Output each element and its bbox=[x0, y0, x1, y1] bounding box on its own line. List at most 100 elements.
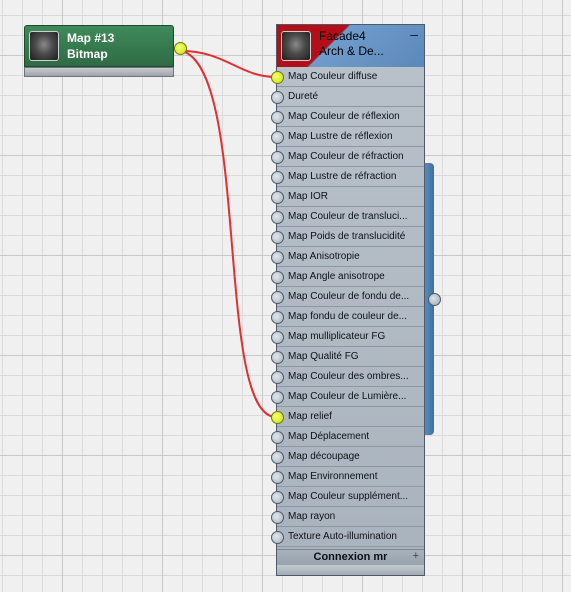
material-slot[interactable]: Map Lustre de réfraction bbox=[271, 167, 424, 187]
slot-divider bbox=[277, 286, 424, 287]
slot-input-port[interactable] bbox=[271, 531, 284, 544]
slot-input-port[interactable] bbox=[271, 171, 284, 184]
slot-label: Map Couleur de Lumière... bbox=[288, 391, 407, 402]
slot-input-port[interactable] bbox=[271, 491, 284, 504]
material-node-footer[interactable]: Connexion mr + bbox=[277, 549, 424, 566]
slot-label: Map IOR bbox=[288, 191, 329, 202]
slot-input-port[interactable] bbox=[271, 291, 284, 304]
bitmap-output-port[interactable] bbox=[174, 42, 187, 55]
material-slot[interactable]: Map relief bbox=[271, 407, 424, 427]
slot-input-port[interactable] bbox=[271, 111, 284, 124]
material-slot[interactable]: Map Couleur de réfraction bbox=[271, 147, 424, 167]
material-slot[interactable]: Map Angle anisotrope bbox=[271, 267, 424, 287]
material-slot[interactable]: Map Couleur de fondu de... bbox=[271, 287, 424, 307]
material-slot[interactable]: Map Couleur diffuse bbox=[271, 67, 424, 87]
material-slot[interactable]: Map Qualité FG bbox=[271, 347, 424, 367]
material-slot[interactable]: Map fondu de couleur de... bbox=[271, 307, 424, 327]
slot-divider bbox=[277, 146, 424, 147]
slot-label: Map Qualité FG bbox=[288, 351, 359, 362]
slot-divider bbox=[277, 106, 424, 107]
material-slot[interactable]: Map Poids de translucidité bbox=[271, 227, 424, 247]
slot-label: Map Poids de translucidité bbox=[288, 231, 406, 242]
material-node-name: Facade4 bbox=[319, 29, 366, 43]
bitmap-node-header[interactable]: Map #13 Bitmap bbox=[24, 25, 174, 67]
material-node-resize-grip[interactable] bbox=[277, 565, 424, 575]
material-slot[interactable]: Map Déplacement bbox=[271, 427, 424, 447]
slot-divider bbox=[277, 346, 424, 347]
slot-label: Map relief bbox=[288, 411, 332, 422]
slot-label: Map Lustre de réfraction bbox=[288, 171, 397, 182]
slot-label: Map Lustre de réflexion bbox=[288, 131, 393, 142]
slot-input-port[interactable] bbox=[271, 211, 284, 224]
slot-input-port[interactable] bbox=[271, 151, 284, 164]
slot-input-port[interactable] bbox=[271, 431, 284, 444]
material-slot[interactable]: Map mulliplicateur FG bbox=[271, 327, 424, 347]
slot-input-port[interactable] bbox=[271, 351, 284, 364]
slot-divider bbox=[277, 486, 424, 487]
slot-input-port[interactable] bbox=[271, 271, 284, 284]
slot-divider bbox=[277, 546, 424, 547]
material-slot[interactable]: Map Couleur supplément... bbox=[271, 487, 424, 507]
material-slot[interactable]: Map Couleur de Lumière... bbox=[271, 387, 424, 407]
slot-input-port[interactable] bbox=[271, 371, 284, 384]
expand-plus-icon[interactable]: + bbox=[412, 550, 419, 562]
slot-divider bbox=[277, 446, 424, 447]
slot-label: Map fondu de couleur de... bbox=[288, 311, 407, 322]
slot-divider bbox=[277, 246, 424, 247]
slot-label: Map Angle anisotrope bbox=[288, 271, 385, 282]
slot-input-port[interactable] bbox=[271, 331, 284, 344]
slot-input-port[interactable] bbox=[271, 391, 284, 404]
slot-input-port[interactable] bbox=[271, 191, 284, 204]
bitmap-node-title: Map #13 Bitmap bbox=[67, 30, 114, 62]
slot-label: Map mulliplicateur FG bbox=[288, 331, 386, 342]
material-sphere-thumbnail-icon bbox=[281, 31, 311, 61]
material-slot[interactable]: Map Couleur de transluci... bbox=[271, 207, 424, 227]
slot-divider bbox=[277, 466, 424, 467]
material-slot[interactable]: Map découpage bbox=[271, 447, 424, 467]
slot-divider bbox=[277, 406, 424, 407]
slot-divider bbox=[277, 126, 424, 127]
material-slot[interactable]: Map Anisotropie bbox=[271, 247, 424, 267]
slot-label: Map Déplacement bbox=[288, 431, 370, 442]
slot-label: Map Couleur supplément... bbox=[288, 491, 409, 502]
wire-bitmap-to-relief[interactable] bbox=[181, 50, 277, 418]
material-slot[interactable]: Map Environnement bbox=[271, 467, 424, 487]
slot-input-port[interactable] bbox=[271, 411, 284, 424]
slot-label: Map Couleur de transluci... bbox=[288, 211, 408, 222]
material-slot[interactable]: Dureté bbox=[271, 87, 424, 107]
material-slot[interactable]: Map Couleur des ombres... bbox=[271, 367, 424, 387]
slot-label: Texture Auto-illumination bbox=[288, 531, 397, 542]
slot-input-port[interactable] bbox=[271, 511, 284, 524]
material-node-header[interactable]: Facade4 Arch & De... – bbox=[277, 25, 424, 67]
slot-input-port[interactable] bbox=[271, 231, 284, 244]
slot-input-port[interactable] bbox=[271, 71, 284, 84]
slot-divider bbox=[277, 186, 424, 187]
slot-divider bbox=[277, 386, 424, 387]
slot-label: Map découpage bbox=[288, 451, 360, 462]
bitmap-node-name: Map #13 bbox=[67, 31, 115, 45]
slot-input-port[interactable] bbox=[271, 131, 284, 144]
material-slot[interactable]: Map Lustre de réflexion bbox=[271, 127, 424, 147]
material-slot[interactable]: Map IOR bbox=[271, 187, 424, 207]
material-output-port[interactable] bbox=[428, 293, 441, 306]
texture-thumbnail-icon bbox=[29, 31, 59, 61]
slot-input-port[interactable] bbox=[271, 471, 284, 484]
material-slot[interactable]: Texture Auto-illumination bbox=[271, 527, 424, 547]
material-node[interactable]: Facade4 Arch & De... – Map Couleur diffu… bbox=[271, 24, 425, 576]
wire-bitmap-to-diffuse[interactable] bbox=[181, 50, 277, 78]
material-slot[interactable]: Map Couleur de réflexion bbox=[271, 107, 424, 127]
bitmap-node-resize-grip[interactable] bbox=[24, 67, 174, 77]
slot-input-port[interactable] bbox=[271, 451, 284, 464]
slot-input-port[interactable] bbox=[271, 251, 284, 264]
slot-divider bbox=[277, 366, 424, 367]
material-slot[interactable]: Map rayon bbox=[271, 507, 424, 527]
minimize-button[interactable]: – bbox=[410, 26, 418, 42]
slot-input-port[interactable] bbox=[271, 311, 284, 324]
slot-divider bbox=[277, 226, 424, 227]
slot-input-port[interactable] bbox=[271, 91, 284, 104]
bitmap-node[interactable]: Map #13 Bitmap bbox=[24, 25, 187, 77]
slot-label: Map Couleur de réflexion bbox=[288, 111, 400, 122]
slot-divider bbox=[277, 426, 424, 427]
footer-label: Connexion mr bbox=[313, 551, 388, 563]
slot-divider bbox=[277, 506, 424, 507]
